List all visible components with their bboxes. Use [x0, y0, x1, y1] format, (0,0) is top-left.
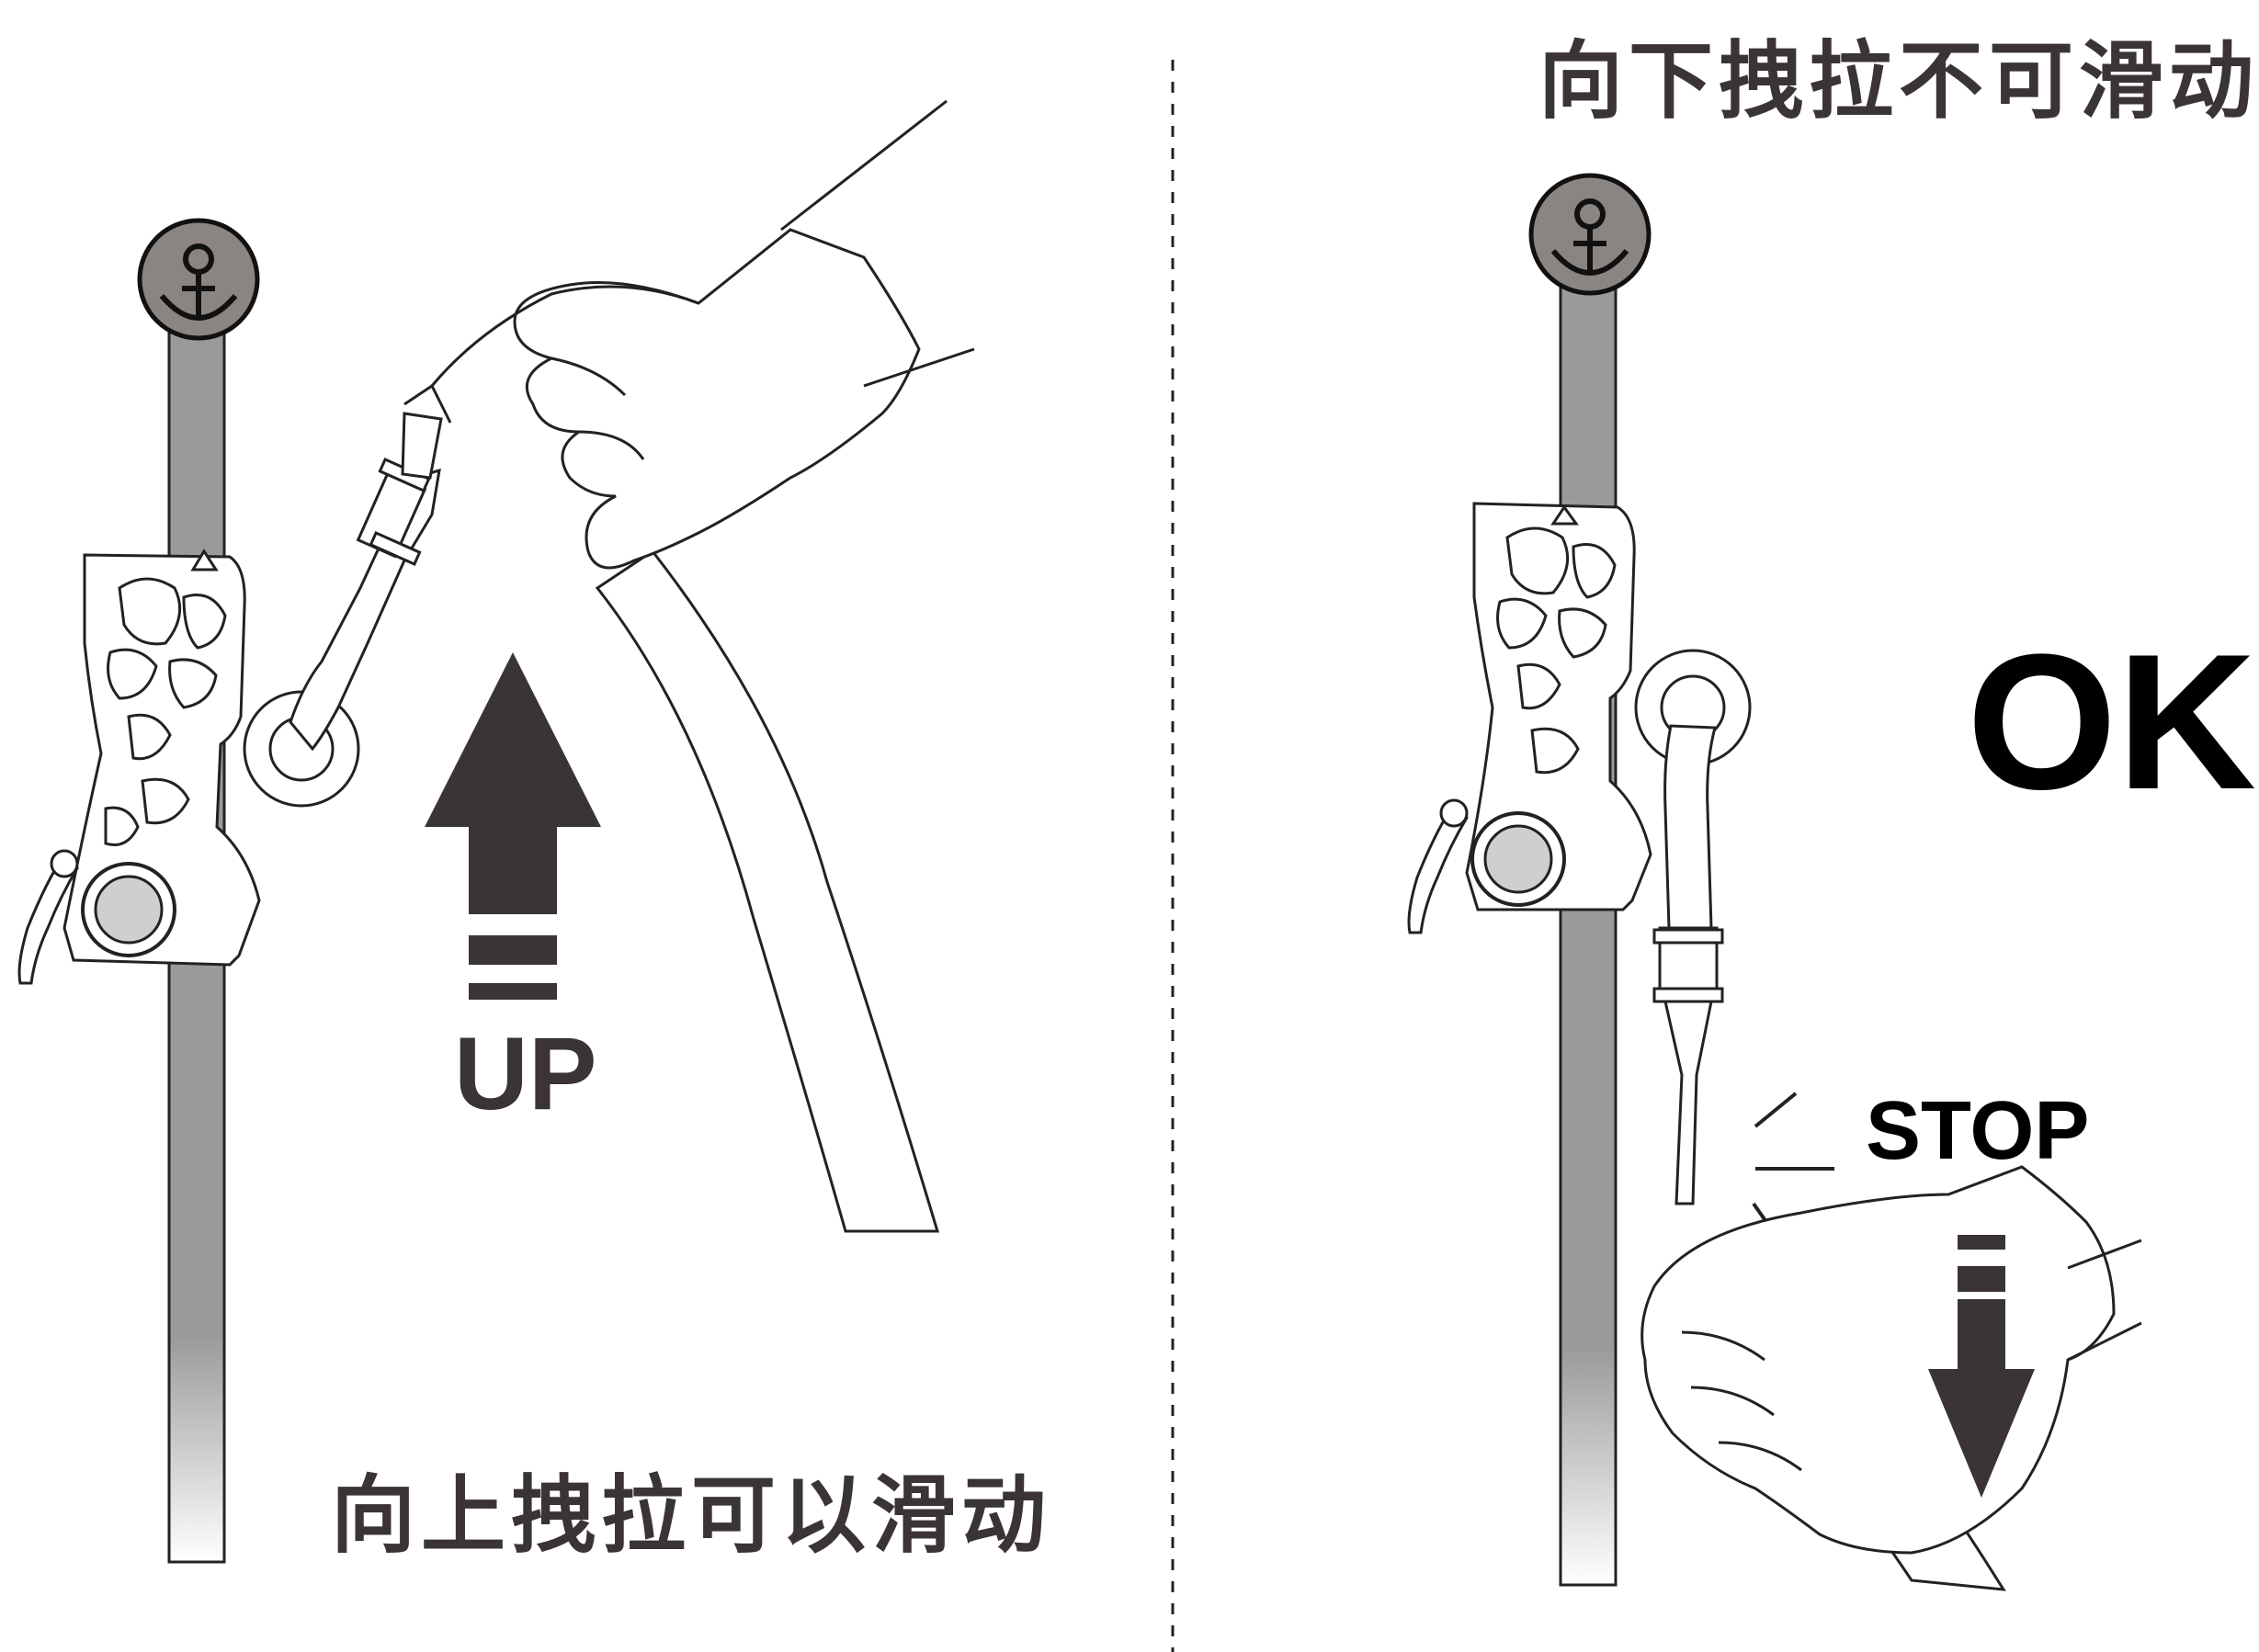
anchor-icon [137, 218, 260, 341]
down-arrow-icon [1928, 1235, 2035, 1498]
carabiner-icon [1634, 649, 1752, 1205]
fall-arrester-icon [1407, 502, 1652, 934]
left-caption: 向上拽拉可以滑动 [331, 1466, 1052, 1565]
hand-icon [403, 99, 975, 570]
right-rope [1559, 260, 1618, 1587]
ok-label: OK [1967, 614, 2256, 830]
right-caption: 向下拽拉不可滑动 [1538, 32, 2259, 130]
hand-icon [1640, 1165, 2142, 1555]
carabiner-icon [243, 412, 443, 808]
fall-arrester-icon [17, 549, 261, 985]
up-label: UP [454, 1016, 597, 1131]
left-scene [17, 99, 975, 1564]
up-arrow-icon [425, 652, 601, 1000]
right-scene [1407, 173, 2142, 1591]
left-rope-tail [595, 549, 940, 1233]
anchor-icon [1528, 173, 1652, 296]
stop-label: STOP [1866, 1085, 2090, 1177]
